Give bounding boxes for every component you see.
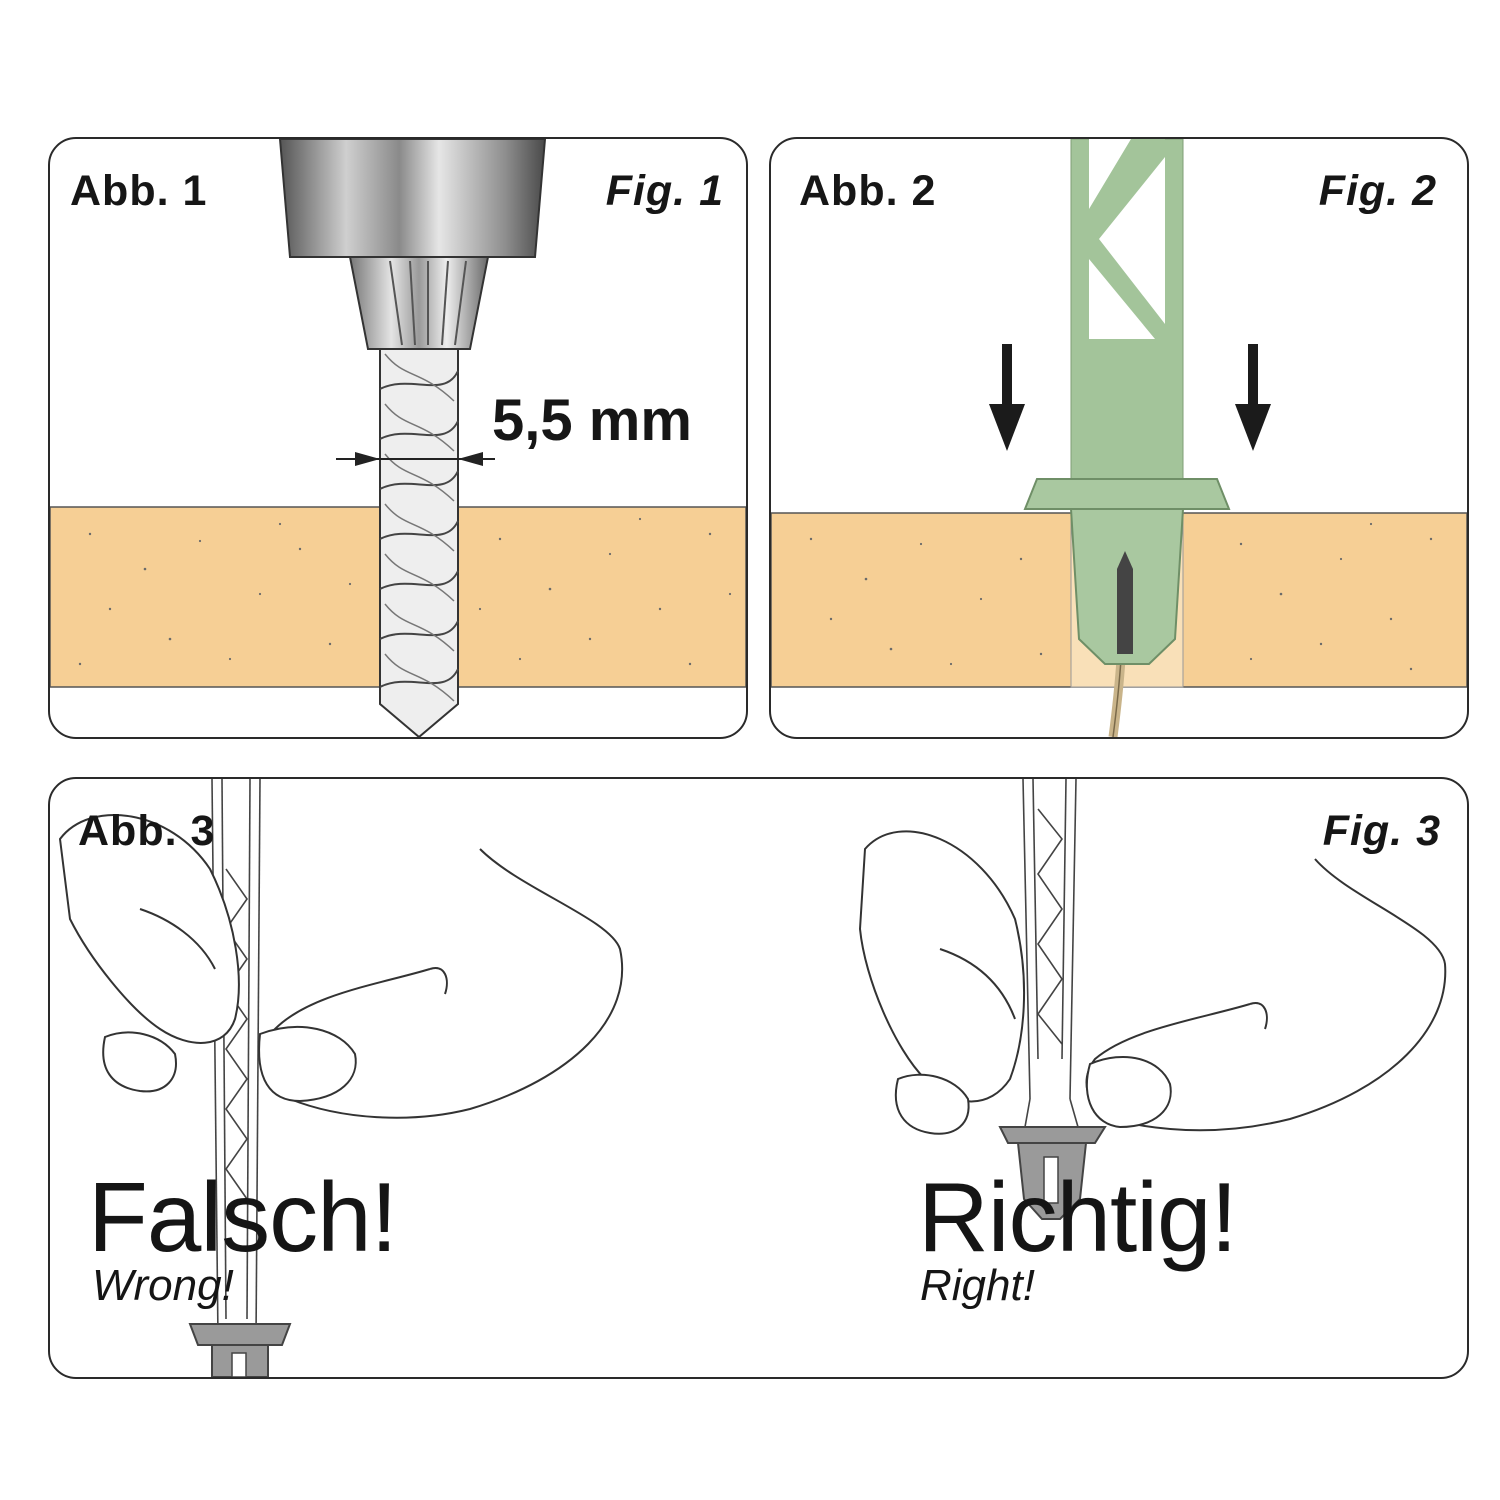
drill-chuck-icon xyxy=(278,139,547,350)
down-arrow-icon xyxy=(1235,344,1271,451)
panel-fig-1: Abb. 1 Fig. 1 5,5 mm xyxy=(48,137,748,739)
figure-label-en: Fig. 2 xyxy=(1318,167,1437,215)
wrong-label-en: Wrong! xyxy=(92,1261,234,1310)
panel-fig-2: Abb. 2 Fig. 2 xyxy=(769,137,1469,739)
dimension-line xyxy=(336,452,495,466)
lattice-mast-icon xyxy=(1023,139,1231,665)
drilling-illustration xyxy=(50,139,746,737)
panel-fig-3: Abb. 3 Fig. 3 Falsch! Wrong! Richtig! Ri… xyxy=(48,777,1469,1379)
lattice-mast-icon xyxy=(1022,779,1079,1128)
right-label-en: Right! xyxy=(920,1261,1035,1310)
figure-label-de: Abb. 2 xyxy=(799,167,937,215)
figure-label-en: Fig. 3 xyxy=(1322,807,1441,855)
drill-diameter-label: 5,5 mm xyxy=(492,388,692,453)
hand-icon xyxy=(58,814,624,1119)
figure-label-de: Abb. 3 xyxy=(78,807,216,855)
down-arrow-icon xyxy=(989,344,1025,451)
wrong-label-de: Falsch! xyxy=(88,1162,398,1272)
hand-icon xyxy=(858,830,1447,1135)
right-label-de: Richtig! xyxy=(918,1162,1238,1272)
insertion-illustration xyxy=(771,139,1467,737)
handling-illustration xyxy=(58,779,1447,1377)
mast-base xyxy=(188,1323,292,1377)
mast-base xyxy=(998,1126,1107,1220)
figure-label-de: Abb. 1 xyxy=(70,167,208,215)
figure-label-en: Fig. 1 xyxy=(605,167,724,215)
drill-bit-icon xyxy=(379,348,459,737)
